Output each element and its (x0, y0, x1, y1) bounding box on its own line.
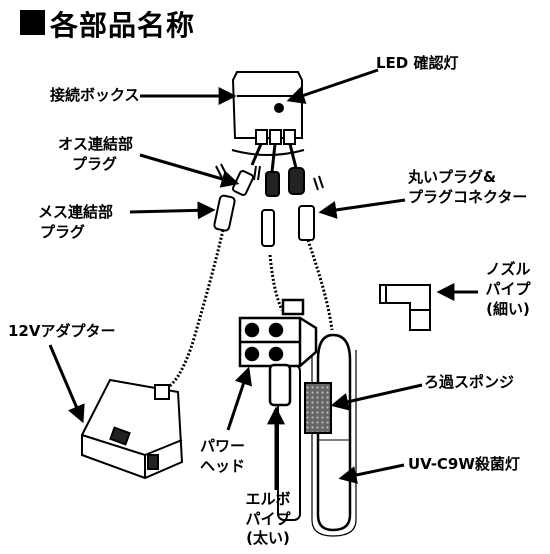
label-power-head-line2: ヘッド (200, 457, 246, 475)
box-connectors (265, 167, 305, 197)
label-nozzle-line3: (細い) (486, 300, 530, 318)
label-adapter: 12Vアダプター (8, 322, 116, 340)
power-adapter (81, 378, 184, 480)
uv-lamp (311, 333, 357, 537)
filter-sponge (304, 382, 332, 434)
power-head (238, 298, 318, 407)
label-male-connector-line2: プラグ (72, 155, 118, 173)
junction-box (231, 71, 305, 156)
label-female-connector-line1: メス連結部 (38, 203, 114, 221)
title-marker (20, 10, 45, 35)
label-sponge: ろ過スポンジ (424, 373, 515, 391)
label-junction-box: 接続ボックス (50, 86, 140, 104)
label-round-plug-line1: 丸いプラグ& (408, 168, 497, 186)
callout-arrows (48, 68, 478, 490)
label-nozzle-line1: ノズル (485, 260, 531, 278)
cables (157, 229, 334, 391)
label-elbow-line2: パイプ (245, 510, 291, 528)
label-elbow-line1: エルボ (245, 490, 291, 508)
label-female-connector-line2: プラグ (40, 223, 86, 241)
page-title: 各部品名称 (50, 9, 196, 42)
label-nozzle-line2: パイプ (485, 280, 531, 298)
label-male-connector-line1: オス連結部 (58, 135, 134, 153)
label-elbow-line3: (太い) (246, 529, 290, 547)
female-connector (213, 194, 236, 232)
nozzle-pipe (379, 284, 431, 331)
label-led: LED 確認灯 (376, 54, 459, 72)
round-plugs (261, 205, 315, 247)
label-power-head-line1: パワー (200, 437, 246, 455)
label-round-plug-line2: プラグコネクター (408, 188, 528, 206)
label-uv-lamp: UV-C9W殺菌灯 (408, 455, 520, 473)
